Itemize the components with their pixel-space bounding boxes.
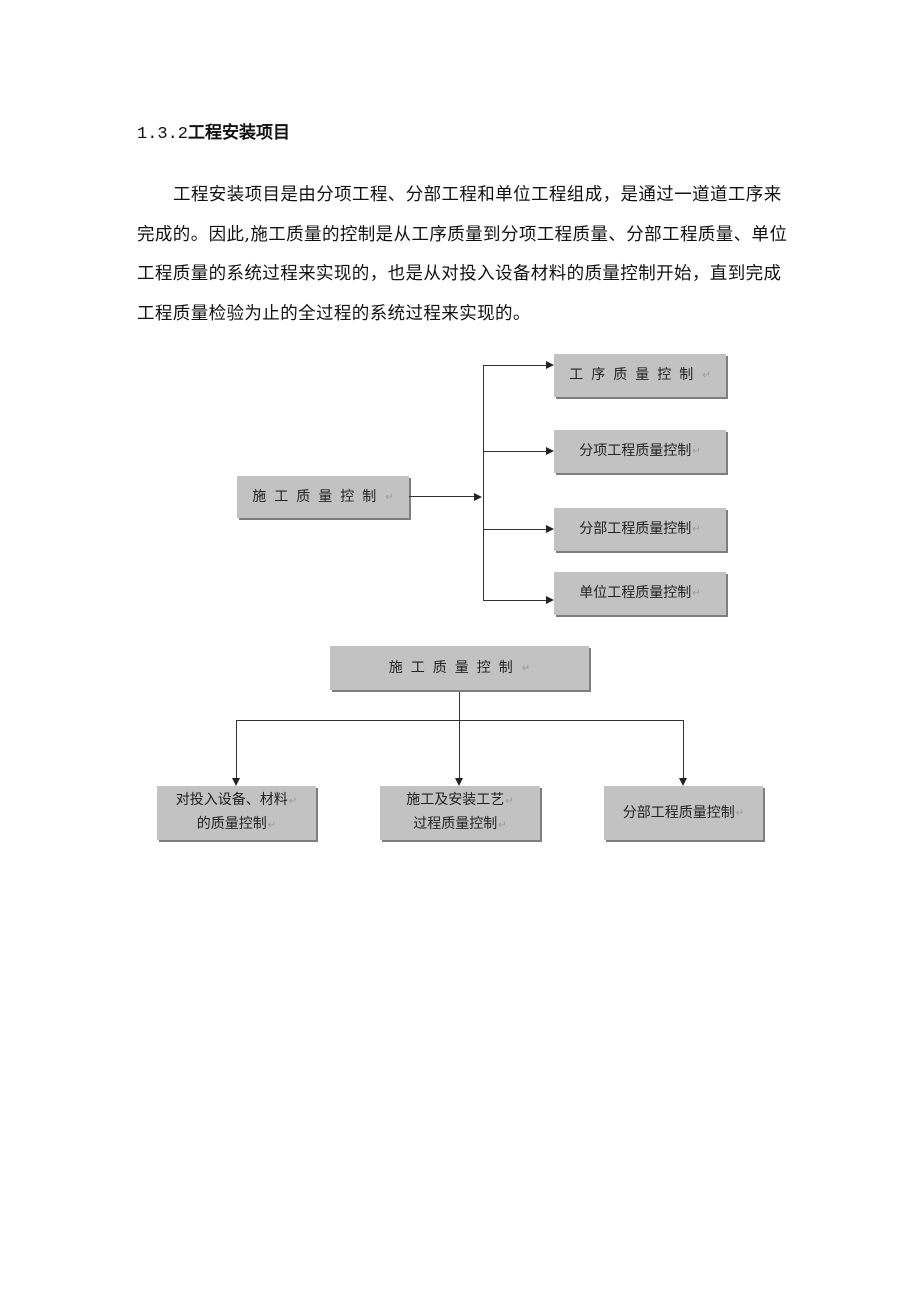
- d2-child-label: 分部工程质量控制: [622, 804, 735, 821]
- d1-child-label: 单位工程质量控制: [579, 585, 692, 601]
- arrow-right-icon: [546, 447, 554, 455]
- return-mark-icon: ↵: [692, 446, 701, 457]
- arrow-right-icon: [546, 361, 554, 369]
- arrow-right-icon: [546, 596, 554, 604]
- d2-child-label: 过程质量控制: [413, 816, 498, 832]
- d1-child-label: 工序质量控制: [569, 367, 702, 383]
- d2-root-box: 施工质量控制↵: [330, 646, 589, 690]
- return-mark-icon: ↵: [267, 820, 277, 831]
- section-title: 工程安装项目: [188, 123, 291, 143]
- return-mark-icon: ↵: [385, 491, 394, 503]
- return-mark-icon: ↵: [702, 370, 711, 381]
- d2-child-line: 施工及安装工艺↵: [406, 789, 513, 813]
- d2-branch-line: [683, 720, 684, 780]
- d1-root-box: 施工质量控制↵: [237, 476, 409, 518]
- return-mark-icon: ↵: [692, 588, 701, 599]
- return-mark-icon: ↵: [505, 796, 514, 807]
- return-mark-icon: ↵: [692, 524, 701, 535]
- d1-child-box: 单位工程质量控制↵: [554, 572, 726, 615]
- d1-child-box: 分部工程质量控制↵: [554, 508, 726, 551]
- arrow-down-icon: [455, 778, 463, 786]
- d2-child-label: 施工及安装工艺: [406, 792, 505, 808]
- d2-child-line: 过程质量控制↵: [413, 813, 506, 837]
- d2-child-box: 分部工程质量控制↵: [604, 786, 763, 840]
- d1-branch-line: [483, 451, 547, 452]
- d1-trunk-line: [483, 365, 484, 601]
- d1-branch-line: [483, 365, 547, 366]
- arrow-right-icon: [546, 525, 554, 533]
- d1-root-connector: [409, 496, 475, 497]
- d1-branch-line: [483, 529, 547, 530]
- d2-root-label: 施工质量控制: [388, 659, 521, 676]
- return-mark-icon: ↵: [735, 807, 745, 819]
- d2-child-line: 对投入设备、材料↵: [176, 789, 297, 813]
- d1-child-box: 工序质量控制↵: [554, 354, 726, 397]
- d1-child-label: 分项工程质量控制: [579, 443, 692, 459]
- paragraph-text: 工程安装项目是由分项工程、分部工程和单位工程组成，是通过一道道工序来完成的。因此…: [137, 185, 788, 324]
- d2-child-line: 的质量控制↵: [197, 813, 276, 837]
- d2-horizontal-line: [236, 720, 684, 721]
- return-mark-icon: ↵: [288, 796, 298, 807]
- return-mark-icon: ↵: [498, 820, 507, 831]
- arrow-down-icon: [679, 778, 687, 786]
- arrow-right-icon: [474, 493, 482, 501]
- return-mark-icon: ↵: [521, 662, 531, 674]
- d2-trunk-line: [459, 692, 460, 780]
- d2-child-box: 施工及安装工艺↵ 过程质量控制↵: [380, 786, 540, 840]
- d1-branch-line: [483, 600, 547, 601]
- body-paragraph: 工程安装项目是由分项工程、分部工程和单位工程组成，是通过一道道工序来完成的。因此…: [137, 176, 797, 334]
- d2-branch-line: [236, 720, 237, 780]
- d2-child-label: 的质量控制: [196, 816, 267, 832]
- arrow-down-icon: [232, 778, 240, 786]
- section-heading: 1.3.2工程安装项目: [137, 118, 290, 144]
- d2-child-box: 对投入设备、材料↵ 的质量控制↵: [157, 786, 316, 840]
- section-number: 1.3.2: [137, 125, 189, 144]
- d1-root-label: 施工质量控制: [252, 488, 385, 505]
- d1-child-label: 分部工程质量控制: [579, 521, 692, 537]
- d1-child-box: 分项工程质量控制↵: [554, 430, 726, 473]
- d2-child-label: 对投入设备、材料: [175, 792, 288, 808]
